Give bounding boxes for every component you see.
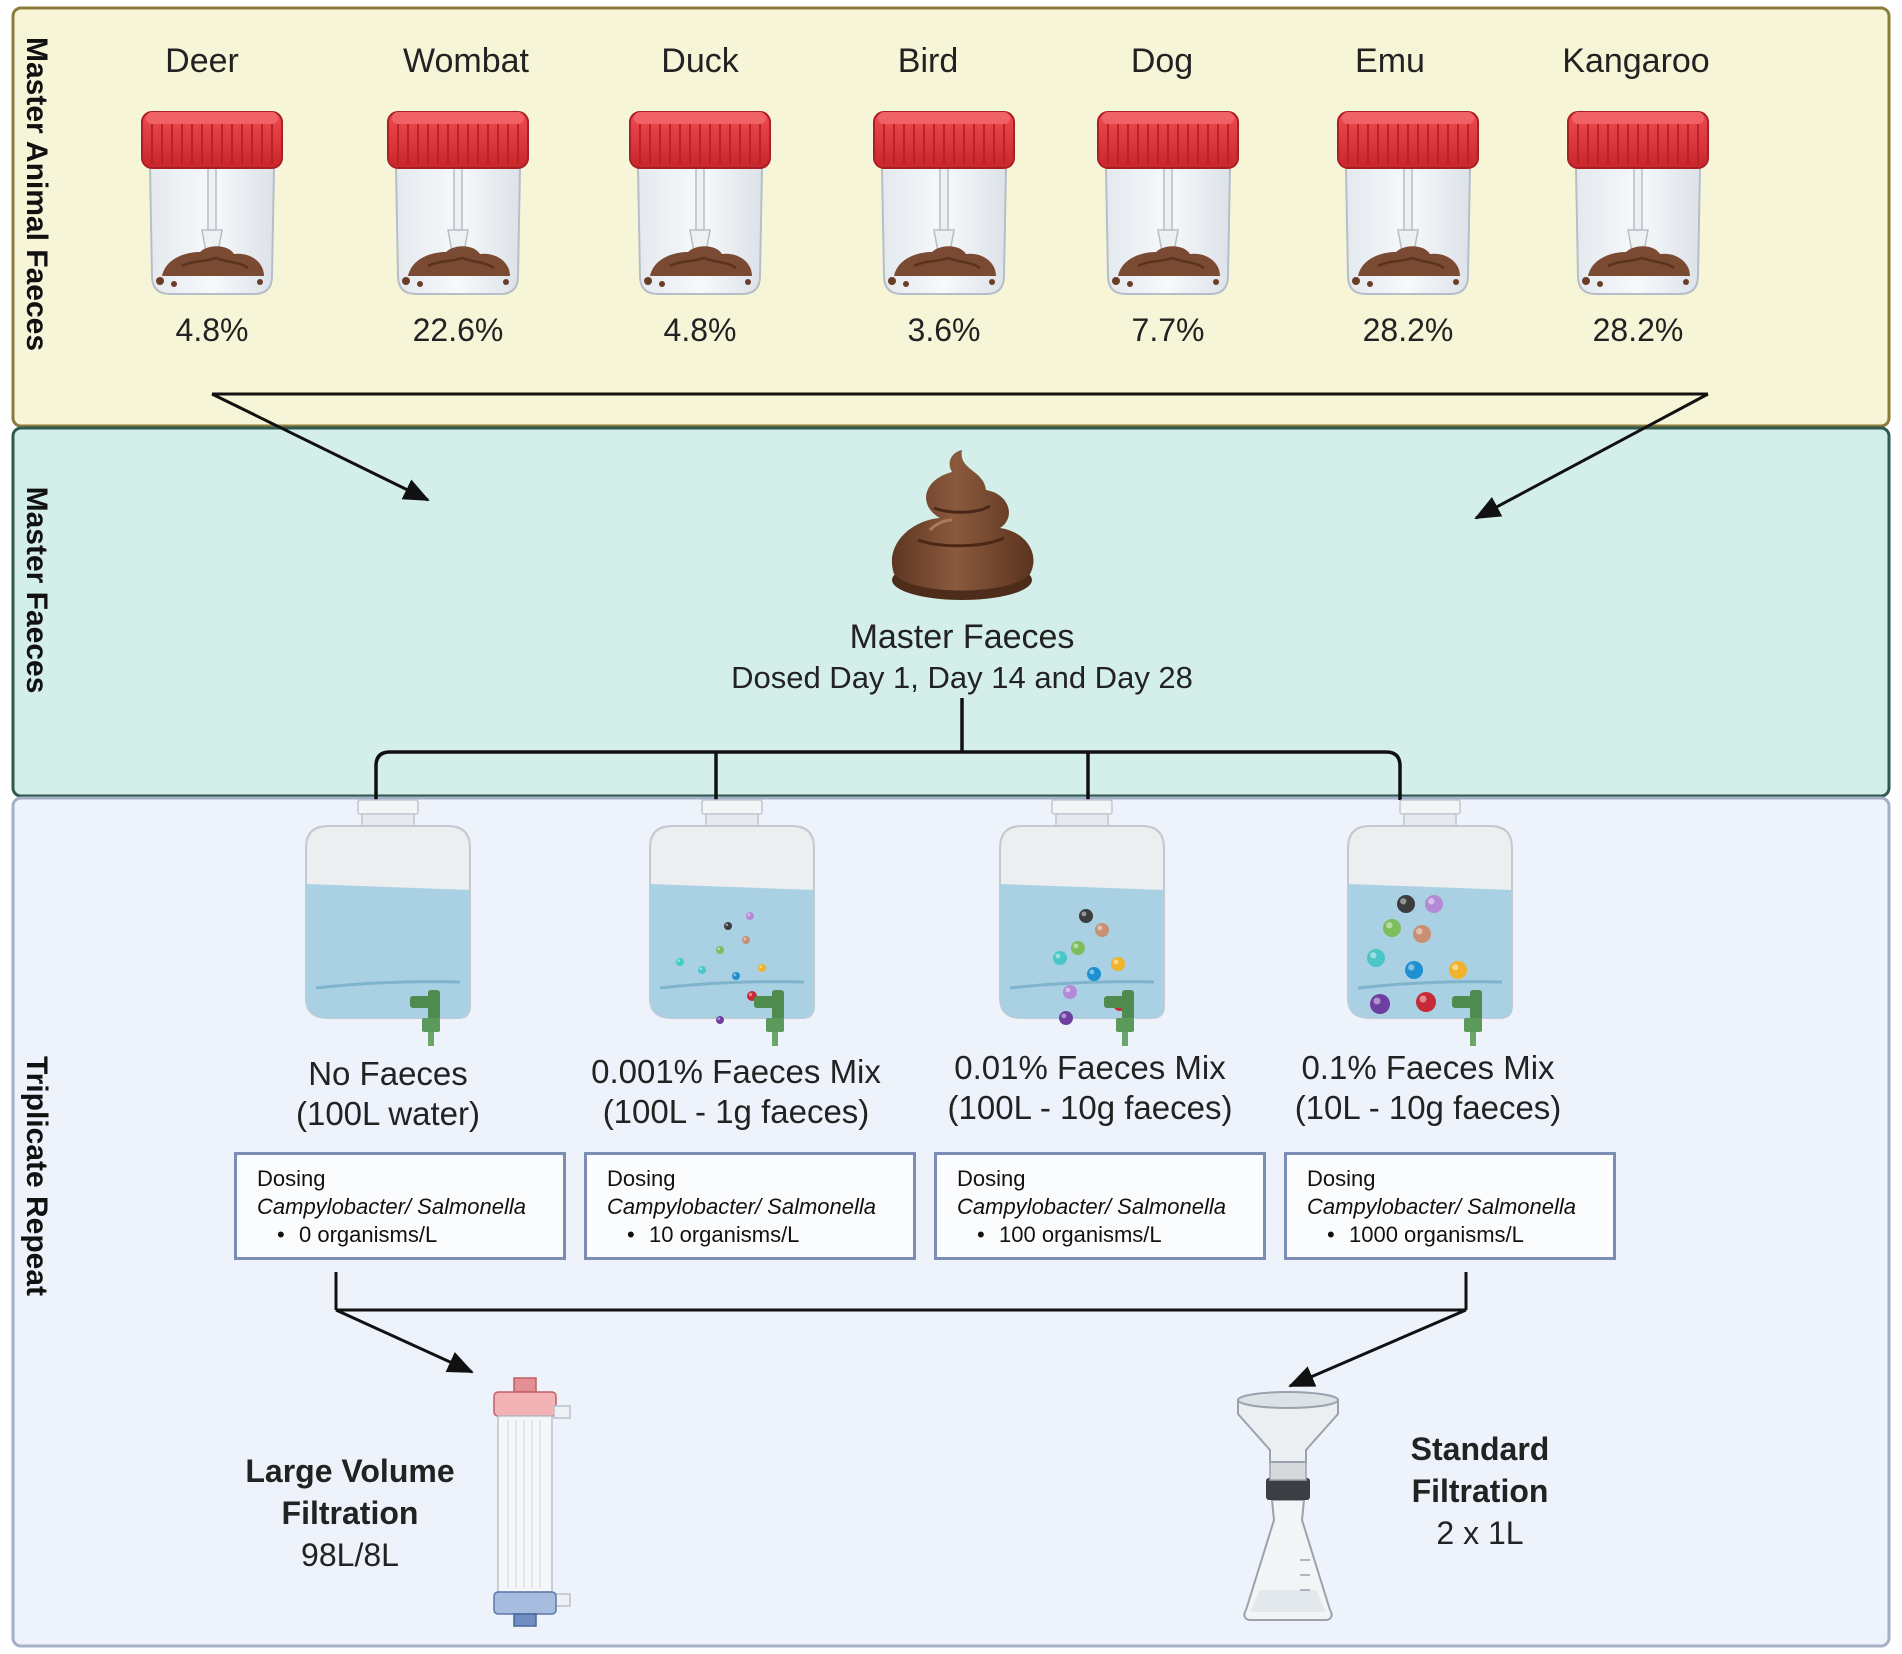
water-tank-icon [305,799,471,1046]
filtration-volume: 98L/8L [301,1537,399,1573]
master-to-tanks-tree [374,698,1402,800]
specimen-jar-icon [1097,111,1239,295]
animal-percentage: 4.8% [175,312,249,348]
tank-title: No Faeces (100L water) [296,1054,480,1134]
filtration-title-line1: Large Volume [245,1453,455,1489]
dosing-label: Dosing [257,1166,326,1191]
large-volume-filter-icon [493,1377,571,1627]
tank-detail: (100L water) [295,1095,481,1132]
tank-name: 0.01% Faeces Mix [954,1049,1226,1086]
tank-title: 0.01% Faeces Mix (100L - 10g faeces) [948,1048,1233,1128]
animal-name: Bird [897,42,959,80]
filtration-title-line1: Standard [1410,1431,1550,1467]
animal-name: Emu [1355,42,1425,80]
dosing-box: Dosing Campylobacter/ Salmonella 10 orga… [584,1152,916,1260]
standard-filtration-icon [1237,1391,1339,1621]
animal-percentage: 28.2% [1592,312,1684,348]
animal-name: Kangaroo [1562,42,1710,80]
animal-percentage: 4.8% [663,312,737,348]
tank-name: 0.001% Faeces Mix [591,1053,881,1090]
dosing-organisms: Campylobacter/ Salmonella [957,1194,1227,1219]
tank-title: 0.001% Faeces Mix (100L - 1g faeces) [591,1052,881,1132]
section-label-animal: Master Animal Faeces [20,36,53,352]
dosing-count: 100 organisms/L [957,1221,1263,1249]
filtration-volume: 2 x 1L [1436,1515,1524,1551]
animal-name: Duck [661,42,739,80]
dosing-box: Dosing Campylobacter/ Salmonella 0 organ… [234,1152,566,1260]
animal-percentage: 3.6% [907,312,981,348]
animal-to-master-arrows [211,392,1709,520]
dosing-count: 10 organisms/L [607,1221,913,1249]
large-volume-filtration-label: Large Volume Filtration 98L/8L [245,1450,454,1576]
dosing-count: 0 organisms/L [257,1221,563,1249]
master-faeces-subtitle: Dosed Day 1, Day 14 and Day 28 [731,660,1193,695]
specimen-jar-icon [873,111,1015,295]
water-tank-icon [999,799,1165,1046]
specimen-jar-icon [1567,111,1709,295]
animal-percentage: 7.7% [1131,312,1205,348]
filtration-title-line2: Filtration [1411,1473,1549,1509]
master-faeces-panel [11,426,1891,798]
dosing-count-text: 1000 organisms/L [1349,1222,1524,1247]
animal-name: Deer [165,42,239,80]
master-faeces-icon [891,450,1034,600]
dosing-count: 1000 organisms/L [1307,1221,1613,1249]
dosing-organisms: Campylobacter/ Salmonella [257,1194,527,1219]
section-label-master: Master Faeces [20,486,53,694]
tank-title: 0.1% Faeces Mix (10L - 10g faeces) [1295,1048,1562,1128]
animal-name: Wombat [403,42,529,80]
dosing-label: Dosing [957,1166,1026,1191]
filtration-title-line2: Filtration [281,1495,419,1531]
standard-filtration-label: Standard Filtration 2 x 1L [1411,1428,1550,1554]
dosing-count-text: 100 organisms/L [999,1222,1162,1247]
specimen-jar-icon [141,111,283,295]
specimen-jar-icon [387,111,529,295]
tank-detail: (100L - 1g faeces) [602,1093,870,1130]
dosing-box: Dosing Campylobacter/ Salmonella 100 org… [934,1152,1266,1260]
master-faeces-title: Master Faeces [849,618,1075,656]
animal-percentage: 22.6% [412,312,504,348]
section-label-repeat: Triplicate Repeat [20,1055,53,1297]
tank-name: No Faeces [308,1055,468,1092]
dosing-box: Dosing Campylobacter/ Salmonella 1000 or… [1284,1152,1616,1260]
water-tank-icon [649,799,815,1046]
specimen-jar-icon [1337,111,1479,295]
specimen-jar-icon [629,111,771,295]
dosing-label: Dosing [607,1166,676,1191]
tank-detail: (100L - 10g faeces) [947,1089,1233,1126]
animal-percentage: 28.2% [1362,312,1454,348]
dosing-organisms: Campylobacter/ Salmonella [607,1194,877,1219]
water-tank-icon [1347,799,1513,1046]
tank-detail: (10L - 10g faeces) [1294,1089,1562,1126]
dosing-label: Dosing [1307,1166,1376,1191]
tank-name: 0.1% Faeces Mix [1301,1049,1555,1086]
dosing-count-text: 0 organisms/L [299,1222,438,1247]
dosing-organisms: Campylobacter/ Salmonella [1307,1194,1577,1219]
dosing-count-text: 10 organisms/L [649,1222,800,1247]
animal-name: Dog [1130,42,1194,80]
dosing-to-filtration-arrows [334,1272,1468,1388]
